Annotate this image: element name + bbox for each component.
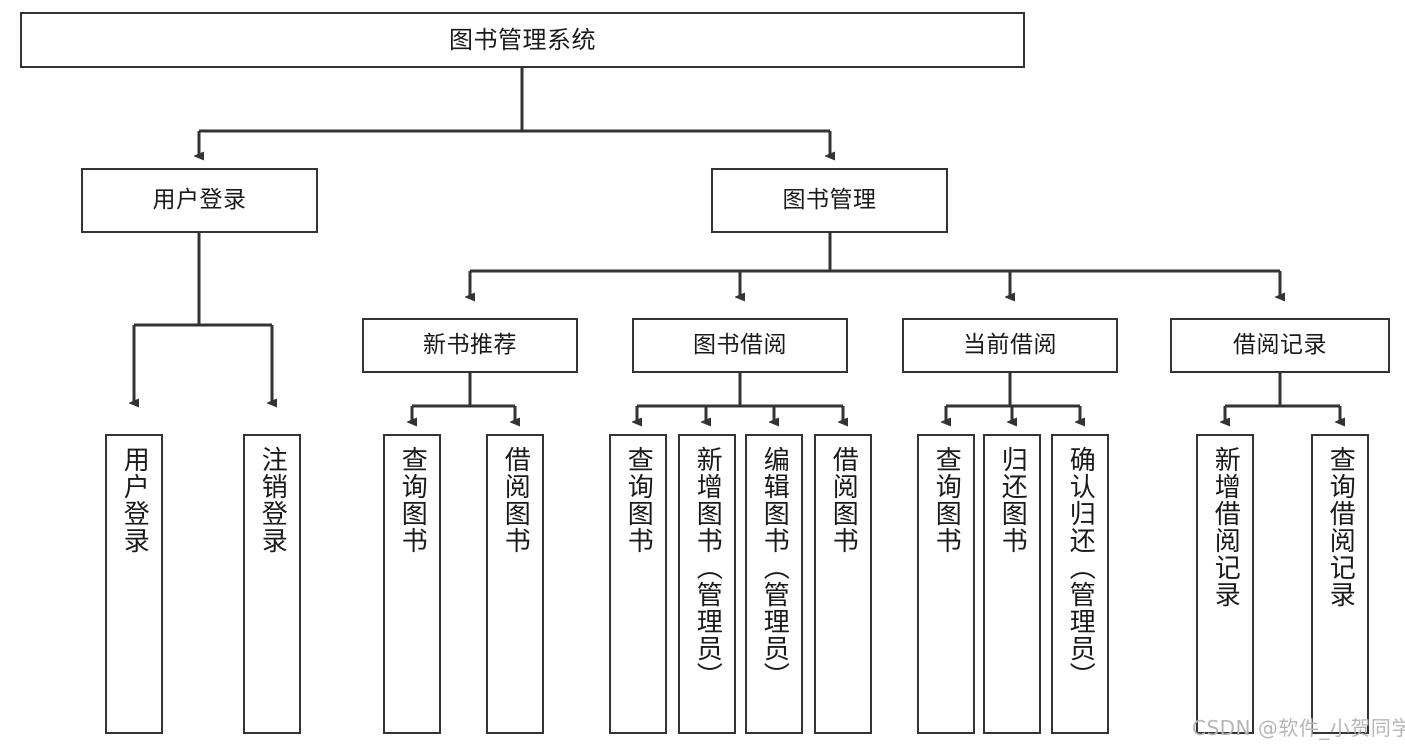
node-label: 查询借阅记录: [1325, 446, 1356, 608]
watermark-text: CSDN @软件_小贺同学: [1192, 716, 1405, 740]
node-label: 归还图书: [997, 446, 1028, 554]
node-label: 新增借阅记录: [1210, 446, 1241, 608]
node-label: 新书推荐: [423, 331, 517, 358]
node-label: 图书借阅: [693, 331, 787, 358]
leaf-query-book-recommend[interactable]: 查询图书: [383, 434, 441, 734]
leaf-borrow-book[interactable]: 借阅图书: [814, 434, 872, 734]
leaf-confirm-return-admin[interactable]: 确认归还（管理员）: [1051, 434, 1109, 734]
leaf-query-book-current[interactable]: 查询图书: [917, 434, 975, 734]
node-label: 用户登录: [152, 186, 247, 213]
leaf-user-login[interactable]: 用户登录: [105, 434, 163, 734]
leaf-return-book[interactable]: 归还图书: [983, 434, 1041, 734]
node-label: 用户登录: [119, 446, 150, 554]
node-label: 编辑图书（管理员）: [759, 446, 790, 689]
leaf-add-borrow-record[interactable]: 新增借阅记录: [1196, 434, 1254, 734]
node-label: 查询图书: [397, 446, 428, 554]
leaf-query-borrow-record[interactable]: 查询借阅记录: [1311, 434, 1369, 734]
leaf-borrow-book-recommend[interactable]: 借阅图书: [486, 434, 544, 734]
leaf-query-book-borrow[interactable]: 查询图书: [609, 434, 667, 734]
node-current-borrow[interactable]: 当前借阅: [902, 318, 1118, 373]
node-label: 当前借阅: [963, 331, 1057, 358]
node-borrow-record[interactable]: 借阅记录: [1170, 318, 1390, 373]
node-book-borrow[interactable]: 图书借阅: [632, 318, 848, 373]
node-label: 图书管理系统: [449, 25, 596, 54]
leaf-add-book-admin[interactable]: 新增图书（管理员）: [678, 434, 736, 734]
node-label: 新增图书（管理员）: [692, 446, 723, 689]
node-label: 注销登录: [257, 446, 288, 554]
node-label: 借阅记录: [1233, 331, 1327, 358]
node-label: 确认归还（管理员）: [1065, 446, 1096, 689]
node-root-book-management-system[interactable]: 图书管理系统: [20, 12, 1025, 68]
node-label: 借阅图书: [828, 446, 859, 554]
node-user-login[interactable]: 用户登录: [81, 168, 318, 233]
node-new-book-recommend[interactable]: 新书推荐: [362, 318, 578, 373]
leaf-edit-book-admin[interactable]: 编辑图书（管理员）: [745, 434, 803, 734]
leaf-logout[interactable]: 注销登录: [243, 434, 301, 734]
node-label: 借阅图书: [500, 446, 531, 554]
node-label: 查询图书: [623, 446, 654, 554]
node-label: 查询图书: [931, 446, 962, 554]
node-label: 图书管理: [782, 186, 877, 213]
node-book-management[interactable]: 图书管理: [711, 168, 948, 233]
